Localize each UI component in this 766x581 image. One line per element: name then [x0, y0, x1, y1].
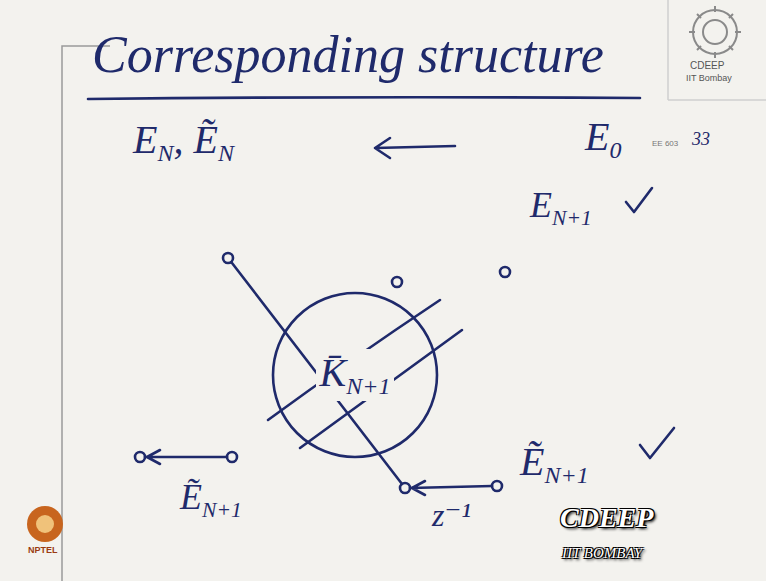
node-dot — [135, 452, 145, 462]
nptel-logo — [27, 506, 63, 542]
delay-label: z⁻¹ — [432, 498, 471, 533]
block-label: K̄N+1 — [316, 349, 395, 402]
text-run: 33 — [692, 129, 710, 149]
text-run: z⁻¹ — [432, 497, 471, 533]
text-run: CDEEP — [690, 60, 724, 71]
node-dot — [400, 483, 410, 493]
subscript: 0 — [609, 137, 621, 163]
cdeep-gear-logo — [689, 6, 741, 58]
signal-name: ẼN+1 — [520, 440, 589, 489]
node-dot — [500, 267, 510, 277]
watermark: CDEEP — [560, 503, 653, 534]
text-run: NPTEL — [28, 545, 58, 555]
page-frame — [62, 46, 110, 581]
title-underline — [88, 97, 640, 99]
circle-outline — [273, 293, 437, 457]
subscript: N+1 — [346, 373, 390, 399]
text-run: Ẽ — [180, 477, 202, 517]
check-mark — [640, 428, 674, 458]
node-dot — [492, 481, 502, 491]
slide-number: 33 — [692, 130, 710, 150]
text-run: Ẽ — [520, 439, 544, 484]
direction-arrow — [375, 138, 455, 158]
subscript: N+1 — [552, 206, 592, 230]
subscript: N — [218, 140, 234, 166]
text-run: E — [585, 114, 609, 159]
logo-text: CDEEP — [690, 60, 724, 71]
node-dot — [227, 452, 237, 462]
branch-arrow — [145, 450, 227, 464]
text-run: IIT Bombay — [686, 73, 732, 83]
text-run: EE 603 — [652, 139, 678, 148]
cross-out-line — [300, 330, 462, 448]
delay-arrow — [410, 481, 492, 495]
text-run: E — [530, 185, 552, 225]
text-run: CDEEP — [560, 502, 653, 533]
check-mark — [626, 188, 652, 212]
subscript: N — [157, 140, 173, 166]
text-run: IIT BOMBAY — [562, 545, 642, 561]
signal-name: EN+1 — [530, 186, 592, 230]
watermark: IIT BOMBAY — [562, 545, 642, 562]
signal-name: ẼN+1 — [180, 478, 242, 522]
logo-text: NPTEL — [28, 546, 58, 556]
subscript: N+1 — [544, 462, 588, 488]
node-dot — [223, 253, 233, 263]
text-run: K̄ — [320, 350, 347, 395]
text-run: , Ẽ — [173, 117, 217, 162]
slide-title: Corresponding structure — [92, 26, 604, 83]
signal-name: EN, ẼN — [133, 118, 234, 167]
course-code: EE 603 — [652, 140, 678, 149]
logo-frame — [668, 0, 766, 100]
circled-block: K̄N+1 — [270, 290, 440, 460]
signal-name: E0 — [585, 115, 621, 164]
text-run: E — [133, 117, 157, 162]
subscript: N+1 — [202, 498, 242, 522]
logo-text: IIT Bombay — [686, 74, 732, 84]
node-dot — [392, 277, 402, 287]
